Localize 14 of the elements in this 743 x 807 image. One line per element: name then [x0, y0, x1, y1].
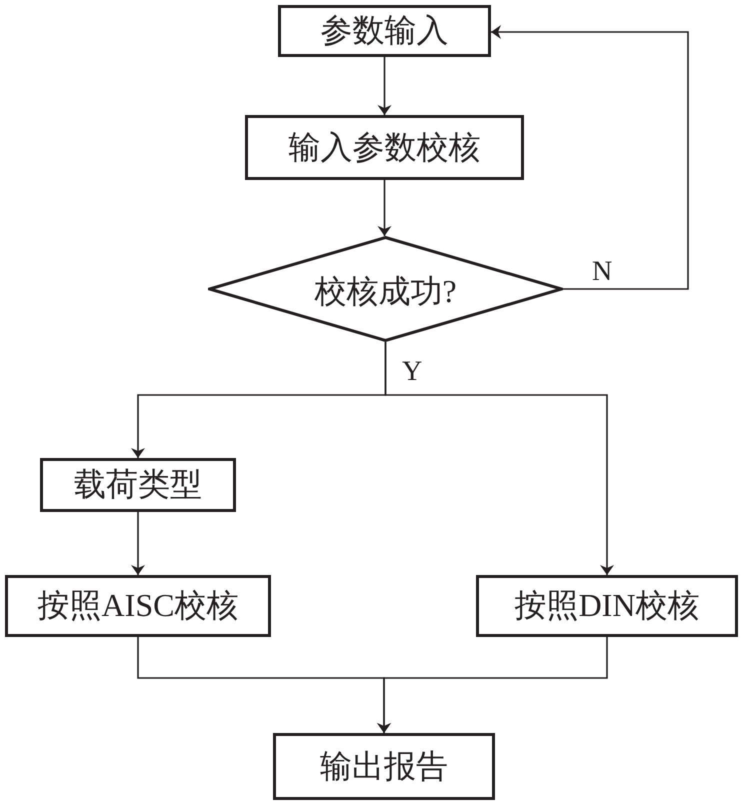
arrow: [131, 512, 145, 575]
process-box: 载荷类型: [40, 458, 236, 512]
arrow: [378, 57, 392, 115]
arrow: [491, 25, 689, 290]
decision-text: 校核成功?: [314, 272, 457, 311]
arrow: [378, 180, 392, 236]
arrow: [384, 342, 614, 575]
process-box: 参数输入: [278, 5, 491, 57]
process-box: 输出报告: [273, 733, 495, 800]
process-box: 按照DIN校核: [476, 575, 738, 637]
process-box: 输入参数校核: [245, 115, 524, 180]
arrow: [377, 637, 608, 733]
decision-diamond: [208, 236, 563, 342]
process-box: 按照AISC校核: [5, 575, 271, 637]
